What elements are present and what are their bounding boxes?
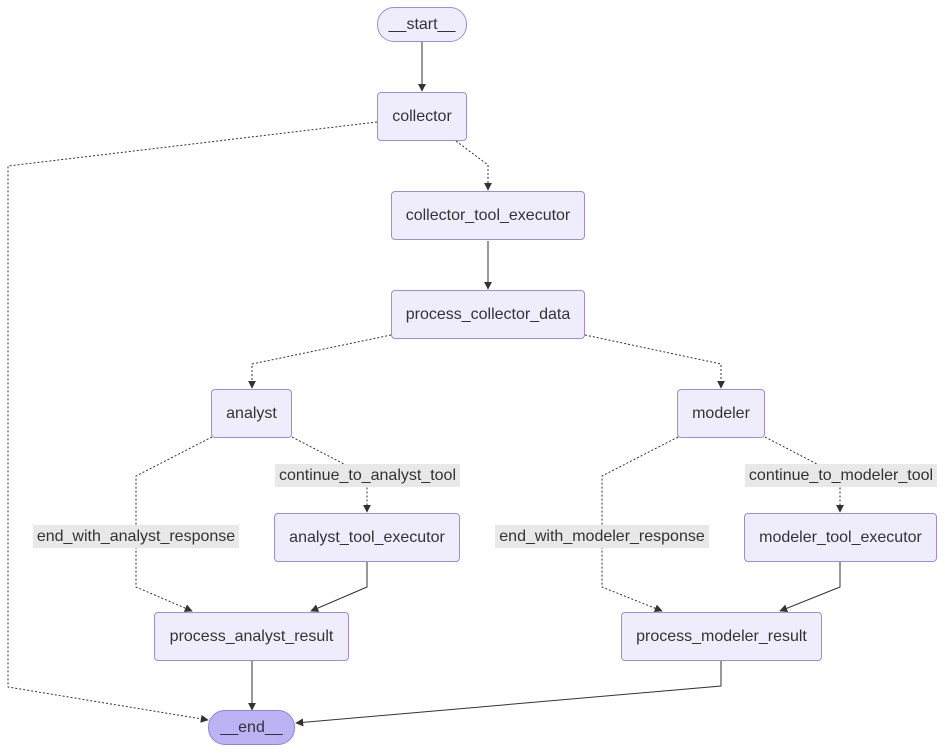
node-analyst-tool-executor[interactable]: analyst_tool_executor: [274, 513, 460, 562]
node-end[interactable]: __end__: [208, 710, 295, 745]
edge-process-modeler-result-to-end: [295, 661, 722, 727]
edge-process-collector-data-to-analyst: [248, 334, 392, 389]
edge-collector-to-collector-tool-executor: [455, 140, 492, 191]
edge-analyst-to-process-analyst-result: [135, 436, 213, 612]
edge-modeler-to-process-modeler-result: [601, 436, 679, 613]
node-collector-tool-executor[interactable]: collector_tool_executor: [391, 191, 585, 240]
node-collector[interactable]: collector: [377, 92, 467, 141]
edge-label-end-with-modeler-response: end_with_modeler_response: [495, 525, 709, 548]
edge-analyst-tool-executor-to-process-analyst-result: [310, 562, 368, 612]
node-modeler-tool-executor[interactable]: modeler_tool_executor: [744, 513, 937, 562]
node-process-analyst-result[interactable]: process_analyst_result: [154, 612, 349, 661]
edge-label-continue-to-modeler-tool: continue_to_modeler_tool: [745, 464, 937, 487]
node-process-collector-data[interactable]: process_collector_data: [391, 290, 585, 339]
edge-modeler-tool-executor-to-process-modeler-result: [779, 562, 841, 613]
node-analyst[interactable]: analyst: [211, 389, 292, 438]
edge-process-collector-data-to-modeler: [584, 334, 725, 389]
edge-label-end-with-analyst-response: end_with_analyst_response: [33, 525, 239, 548]
edge-label-continue-to-analyst-tool: continue_to_analyst_tool: [275, 464, 460, 487]
node-modeler[interactable]: modeler: [677, 389, 765, 438]
node-start[interactable]: __start__: [377, 7, 467, 42]
edge-collector-to-end: [7, 121, 378, 723]
node-process-modeler-result[interactable]: process_modeler_result: [621, 612, 822, 661]
